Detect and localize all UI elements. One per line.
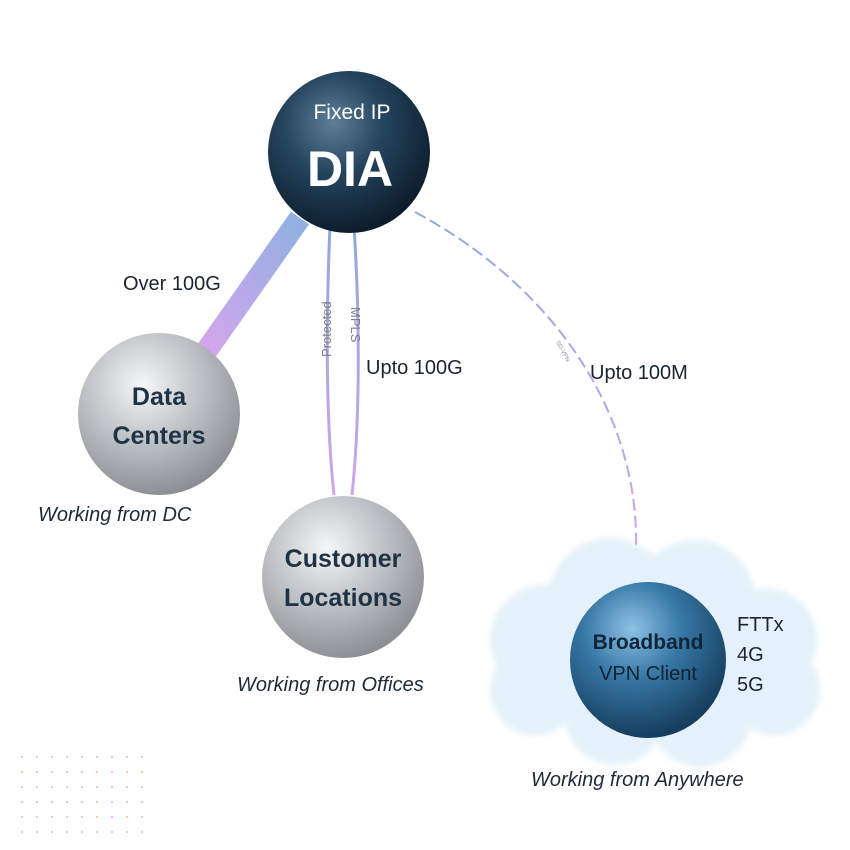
- decoration-dot: [65, 830, 69, 834]
- protected-link-label: Protected: [319, 301, 334, 357]
- protected-link: [325, 224, 336, 496]
- decoration-dot: [35, 830, 39, 834]
- decoration-dot: [95, 755, 99, 759]
- offices-speed-label: Upto 100G: [366, 357, 463, 379]
- dia-hub-node: Fixed IP DIA: [268, 71, 430, 233]
- data-centers-line2: Centers: [112, 422, 205, 450]
- decoration-dot: [20, 830, 24, 834]
- mpls-link: [350, 225, 360, 496]
- datacenter-speed-label: Over 100G: [123, 273, 221, 295]
- decoration-dot: [20, 770, 24, 774]
- sd-vpn-link-label: SD-VPN: [554, 340, 570, 363]
- decoration-dot: [140, 755, 144, 759]
- decoration-dot: [50, 830, 54, 834]
- decoration-dot: [125, 830, 129, 834]
- decoration-dot: [80, 815, 84, 819]
- decoration-dot: [95, 830, 99, 834]
- decoration-dot: [110, 830, 114, 834]
- decoration-dot: [65, 770, 69, 774]
- decoration-dot: [125, 755, 129, 759]
- decoration-dot: [35, 755, 39, 759]
- decoration-dot: [65, 785, 69, 789]
- decoration-dot: [50, 815, 54, 819]
- decoration-dot: [95, 800, 99, 804]
- decoration-dot: [65, 815, 69, 819]
- decoration-dot: [110, 785, 114, 789]
- decoration-dot: [140, 830, 144, 834]
- decoration-dot: [80, 755, 84, 759]
- access-type-4g: 4G: [737, 644, 764, 666]
- access-type-fttx: FTTx: [737, 614, 784, 636]
- decoration-dot: [35, 800, 39, 804]
- customer-locations-caption: Working from Offices: [237, 674, 424, 696]
- hub-main-label: DIA: [307, 141, 393, 197]
- decoration-dot: [140, 770, 144, 774]
- decoration-dot: [20, 815, 24, 819]
- decoration-dot: [35, 815, 39, 819]
- datacenter-link: [198, 211, 309, 357]
- decoration-dot: [110, 770, 114, 774]
- decoration-dot: [35, 770, 39, 774]
- decoration-dot: [125, 815, 129, 819]
- broadband-caption: Working from Anywhere: [531, 769, 744, 791]
- data-centers-caption: Working from DC: [38, 504, 192, 526]
- data-centers-node: Data Centers: [78, 333, 240, 495]
- broadband-line1: Broadband: [593, 631, 704, 654]
- decoration-dot: [35, 785, 39, 789]
- access-type-5g: 5G: [737, 674, 764, 696]
- decoration-dot: [95, 815, 99, 819]
- decoration-dot: [50, 785, 54, 789]
- decoration-dot: [80, 800, 84, 804]
- sd-vpn-link: [414, 211, 638, 551]
- decoration-dot: [80, 785, 84, 789]
- decoration-dot: [50, 770, 54, 774]
- decoration-dot: [125, 770, 129, 774]
- decoration-dot: [140, 800, 144, 804]
- customer-locations-node: Customer Locations: [262, 496, 424, 658]
- broadband-node: Broadband VPN Client: [570, 582, 726, 738]
- decoration-dot: [65, 755, 69, 759]
- decoration-dot: [50, 755, 54, 759]
- decoration-dot: [110, 800, 114, 804]
- broadband-line2: VPN Client: [599, 663, 697, 685]
- decoration-dot: [65, 800, 69, 804]
- decoration-dot: [125, 785, 129, 789]
- decoration-dot: [80, 770, 84, 774]
- mpls-link-label: MPLS: [348, 307, 363, 343]
- decoration-dot: [20, 800, 24, 804]
- decoration-dot: [110, 815, 114, 819]
- decoration-dot: [20, 785, 24, 789]
- decoration-dot: [140, 815, 144, 819]
- data-centers-line1: Data: [132, 383, 187, 411]
- decoration-dot: [110, 755, 114, 759]
- customer-locations-line2: Locations: [284, 584, 402, 612]
- decoration-dot: [50, 800, 54, 804]
- decoration-dot: [80, 830, 84, 834]
- decoration-dot: [125, 800, 129, 804]
- hub-top-label: Fixed IP: [313, 101, 390, 124]
- decoration-dot: [95, 770, 99, 774]
- broadband-speed-label: Upto 100M: [590, 362, 688, 384]
- customer-locations-line1: Customer: [285, 545, 402, 573]
- dot-pattern-decoration: [20, 755, 144, 834]
- decoration-dot: [140, 785, 144, 789]
- decoration-dot: [95, 785, 99, 789]
- decoration-dot: [20, 755, 24, 759]
